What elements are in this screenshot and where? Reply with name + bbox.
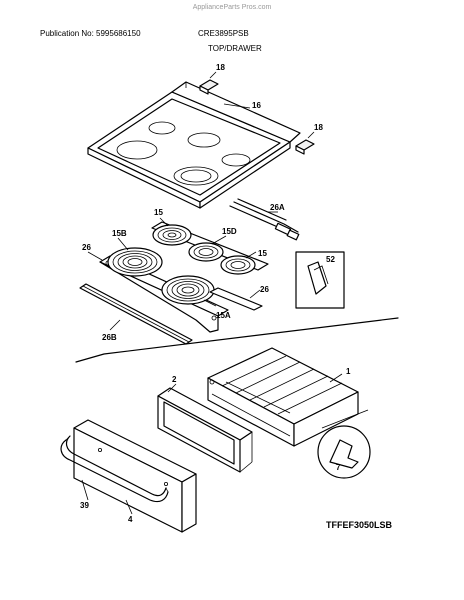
callout-52: 52 (326, 255, 335, 264)
support-rail-right (209, 287, 263, 311)
burner-element-15a (161, 275, 215, 305)
section-title: TOP/DRAWER (208, 44, 262, 53)
support-rail-26b (79, 283, 193, 345)
cooktop-top (87, 81, 301, 209)
inset-part-52 (295, 251, 345, 309)
callout-26-right: 26 (260, 285, 269, 294)
callout-15-top: 15 (154, 208, 163, 217)
clip-left (199, 71, 219, 95)
drawer-handle-39 (60, 435, 169, 503)
callout-16: 16 (252, 101, 261, 110)
model-number: CRE3895PSB (198, 29, 249, 38)
section-divider (75, 317, 399, 363)
burner-element-15d (188, 242, 224, 262)
drawer-front-panel-4 (73, 419, 197, 533)
callout-26b: 26B (102, 333, 117, 342)
callout-18-right: 18 (314, 123, 323, 132)
wiring-harness (229, 198, 300, 241)
callout-7: 7 (336, 463, 341, 472)
watermark: ApplianceParts Pros.com (193, 4, 272, 11)
burner-element-15b (107, 247, 163, 277)
clip-right (295, 131, 315, 155)
inset-part-7 (317, 409, 371, 479)
callout-15-right: 15 (258, 249, 267, 258)
diagram-code: TFFEF3050LSB (326, 520, 393, 530)
drawer-body (207, 347, 359, 447)
callout-2: 2 (172, 375, 177, 384)
callout-26a: 26A (270, 203, 285, 212)
burner-element-15-right (220, 255, 256, 275)
callout-15a: 15A (216, 311, 231, 320)
callout-1: 1 (346, 367, 351, 376)
callout-18-left: 18 (216, 63, 225, 72)
callout-26-left: 26 (82, 243, 91, 252)
burner-element-15-top (152, 224, 192, 246)
publication-number: Publication No: 5995686150 (40, 29, 141, 38)
callout-4: 4 (128, 515, 133, 524)
callout-15d: 15D (222, 227, 237, 236)
callout-15b: 15B (112, 229, 127, 238)
drawer-liner-frame-2 (157, 387, 253, 473)
callout-39: 39 (80, 501, 89, 510)
